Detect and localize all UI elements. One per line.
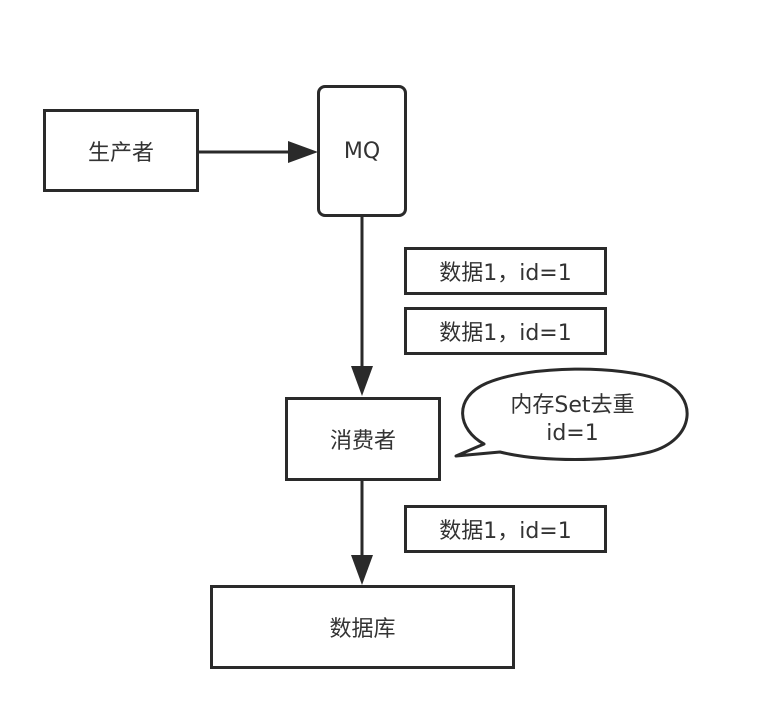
database-node: 数据库 [210, 585, 515, 669]
message-label-2: 数据1，id=1 [404, 307, 607, 355]
arrowhead-database [351, 555, 373, 585]
mq-label: MQ [343, 138, 381, 164]
message-label-3: 数据1，id=1 [404, 505, 607, 553]
callout-bubble [454, 367, 689, 461]
arrowhead-mq [288, 141, 318, 163]
callout-line-2: id=1 [546, 421, 599, 446]
database-label: 数据库 [329, 617, 396, 642]
callout-line-1: 内存Set去重 [510, 393, 635, 418]
message-text-2: 数据1，id=1 [439, 321, 572, 346]
consumer-node: 消费者 [285, 397, 441, 481]
mq-node: MQ [317, 85, 407, 217]
message-text-1: 数据1，id=1 [439, 261, 572, 286]
message-label-1: 数据1，id=1 [404, 247, 607, 295]
producer-node: 生产者 [43, 109, 199, 192]
consumer-label: 消费者 [329, 429, 396, 454]
callout-text: 内存Set去重 id=1 [470, 388, 675, 452]
producer-label: 生产者 [87, 140, 154, 166]
arrowhead-consumer [351, 366, 373, 396]
message-text-3: 数据1，id=1 [439, 519, 572, 544]
